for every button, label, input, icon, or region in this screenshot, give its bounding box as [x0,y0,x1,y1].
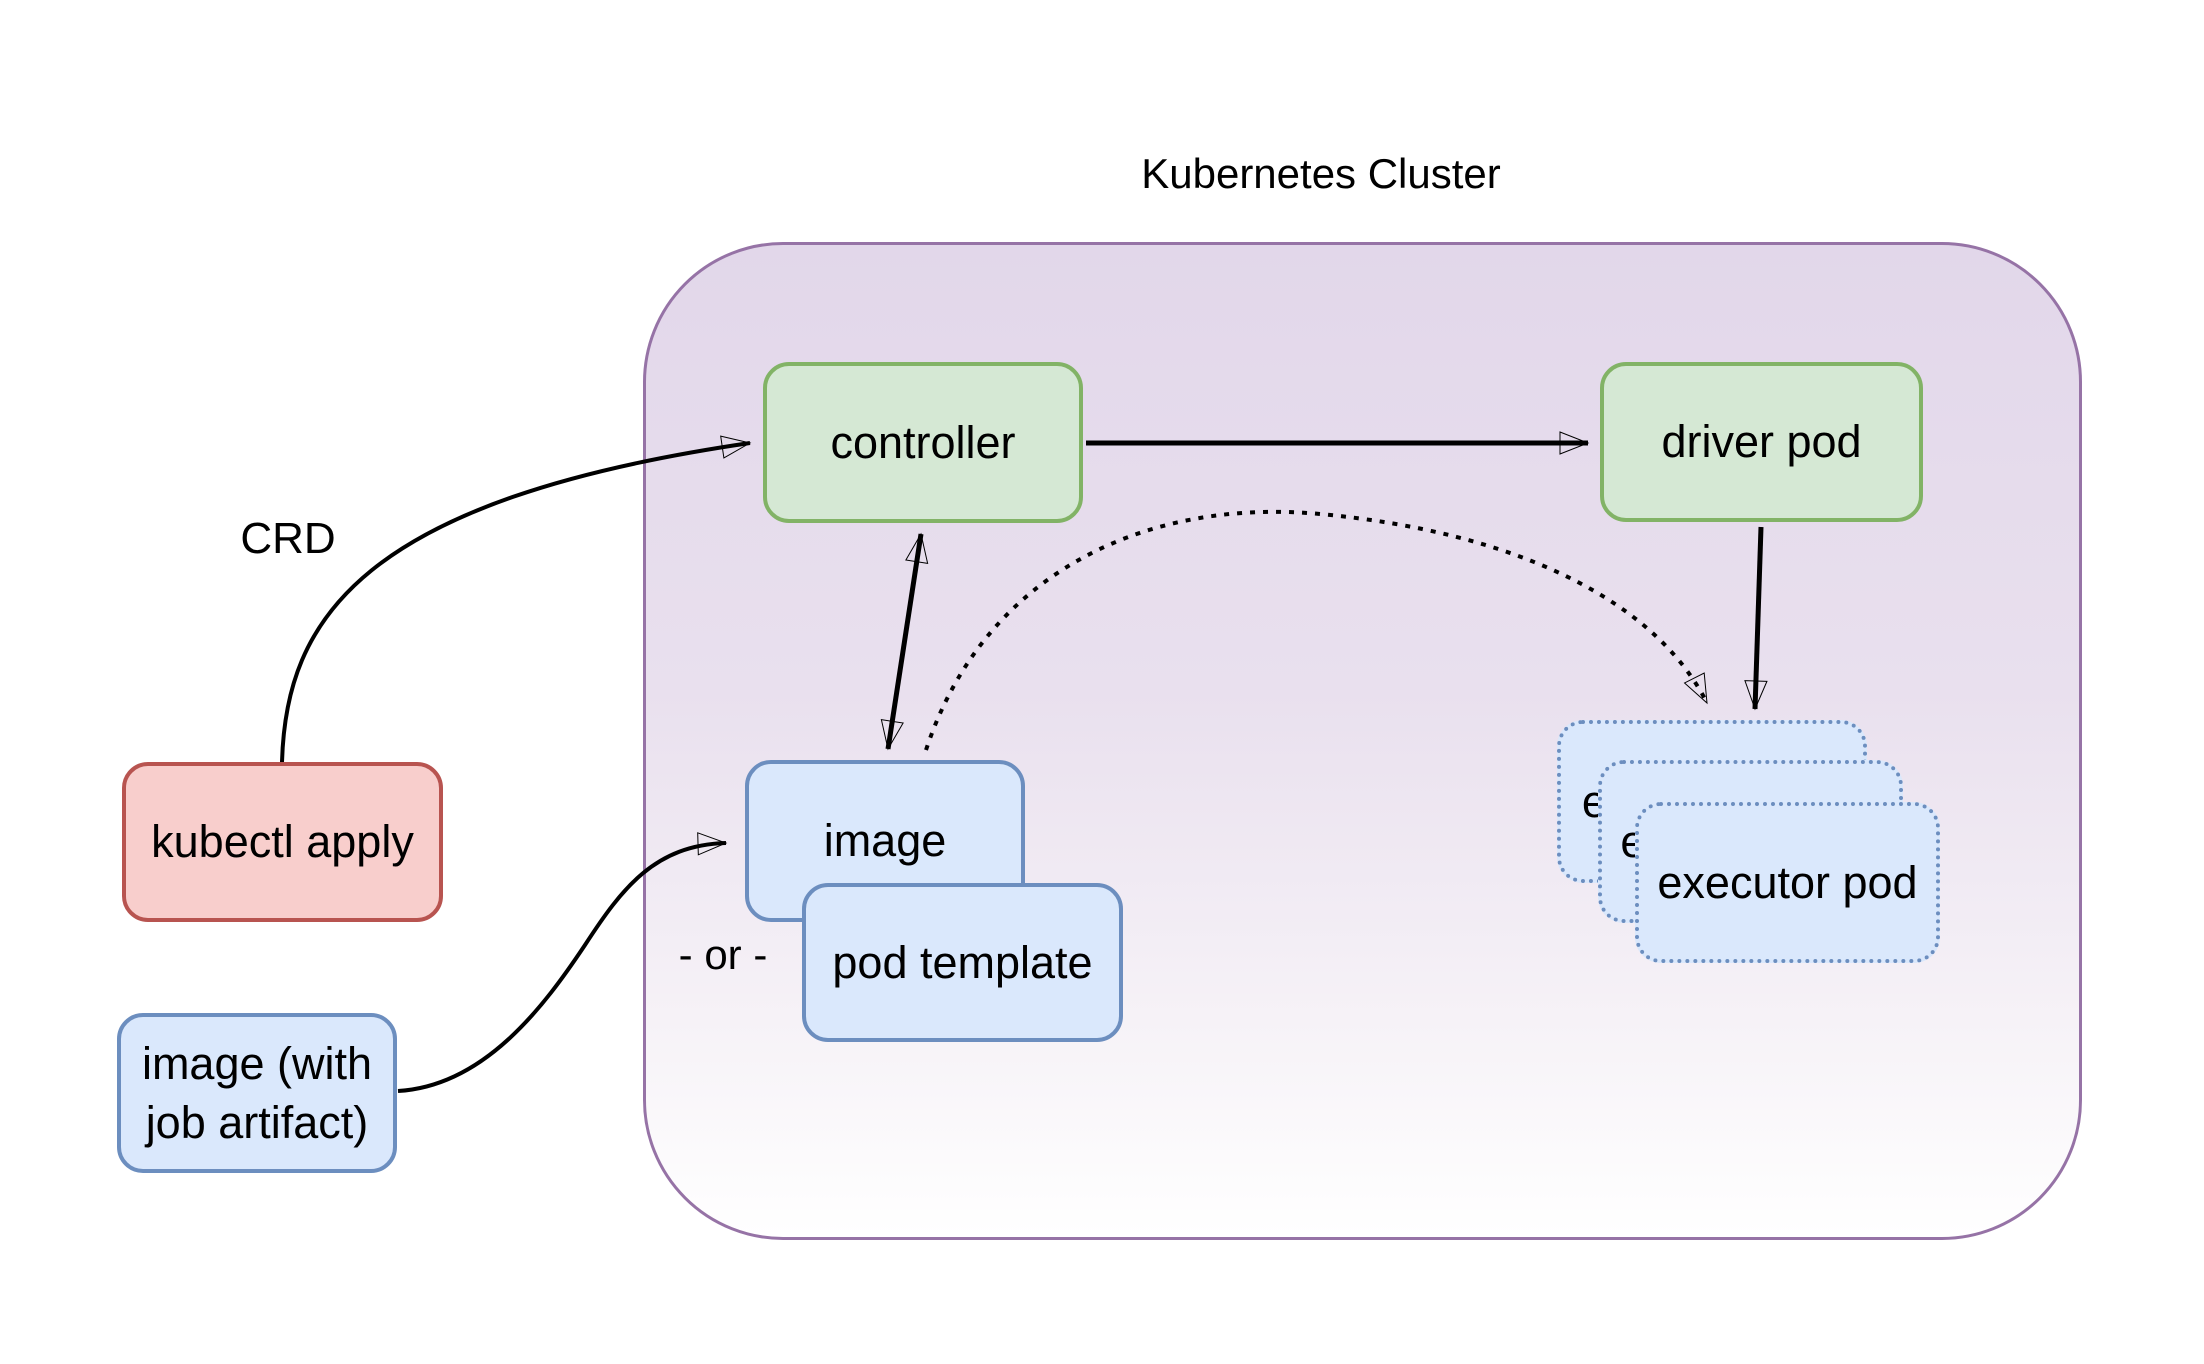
image-with-job-artifact-label: image (with job artifact) [142,1034,372,1153]
image-with-job-artifact-line1: image (with [141,1037,373,1089]
pod-template-node: pod template [802,883,1123,1042]
driver-pod-node-label: driver pod [1661,416,1862,468]
controller-node: controller [763,362,1083,523]
kubectl-apply-node: kubectl apply [122,762,443,922]
crd-label: CRD [240,514,336,563]
kubectl-apply-node-label: kubectl apply [151,816,414,868]
or-label: - or - [678,931,768,978]
diagram-title: Kubernetes Cluster [1141,150,1501,197]
executor-pod-label: executor pod [1657,856,1918,908]
image-with-job-artifact-line2: job artifact) [145,1097,369,1148]
image-node-label: image [823,815,947,867]
driver-pod-node: driver pod [1600,362,1923,522]
pod-template-node-label: pod template [832,936,1093,988]
image-with-job-artifact-node: image (with job artifact) [117,1013,397,1173]
executor-pod-node-front: executor pod [1635,802,1940,963]
controller-node-label: controller [830,416,1016,468]
